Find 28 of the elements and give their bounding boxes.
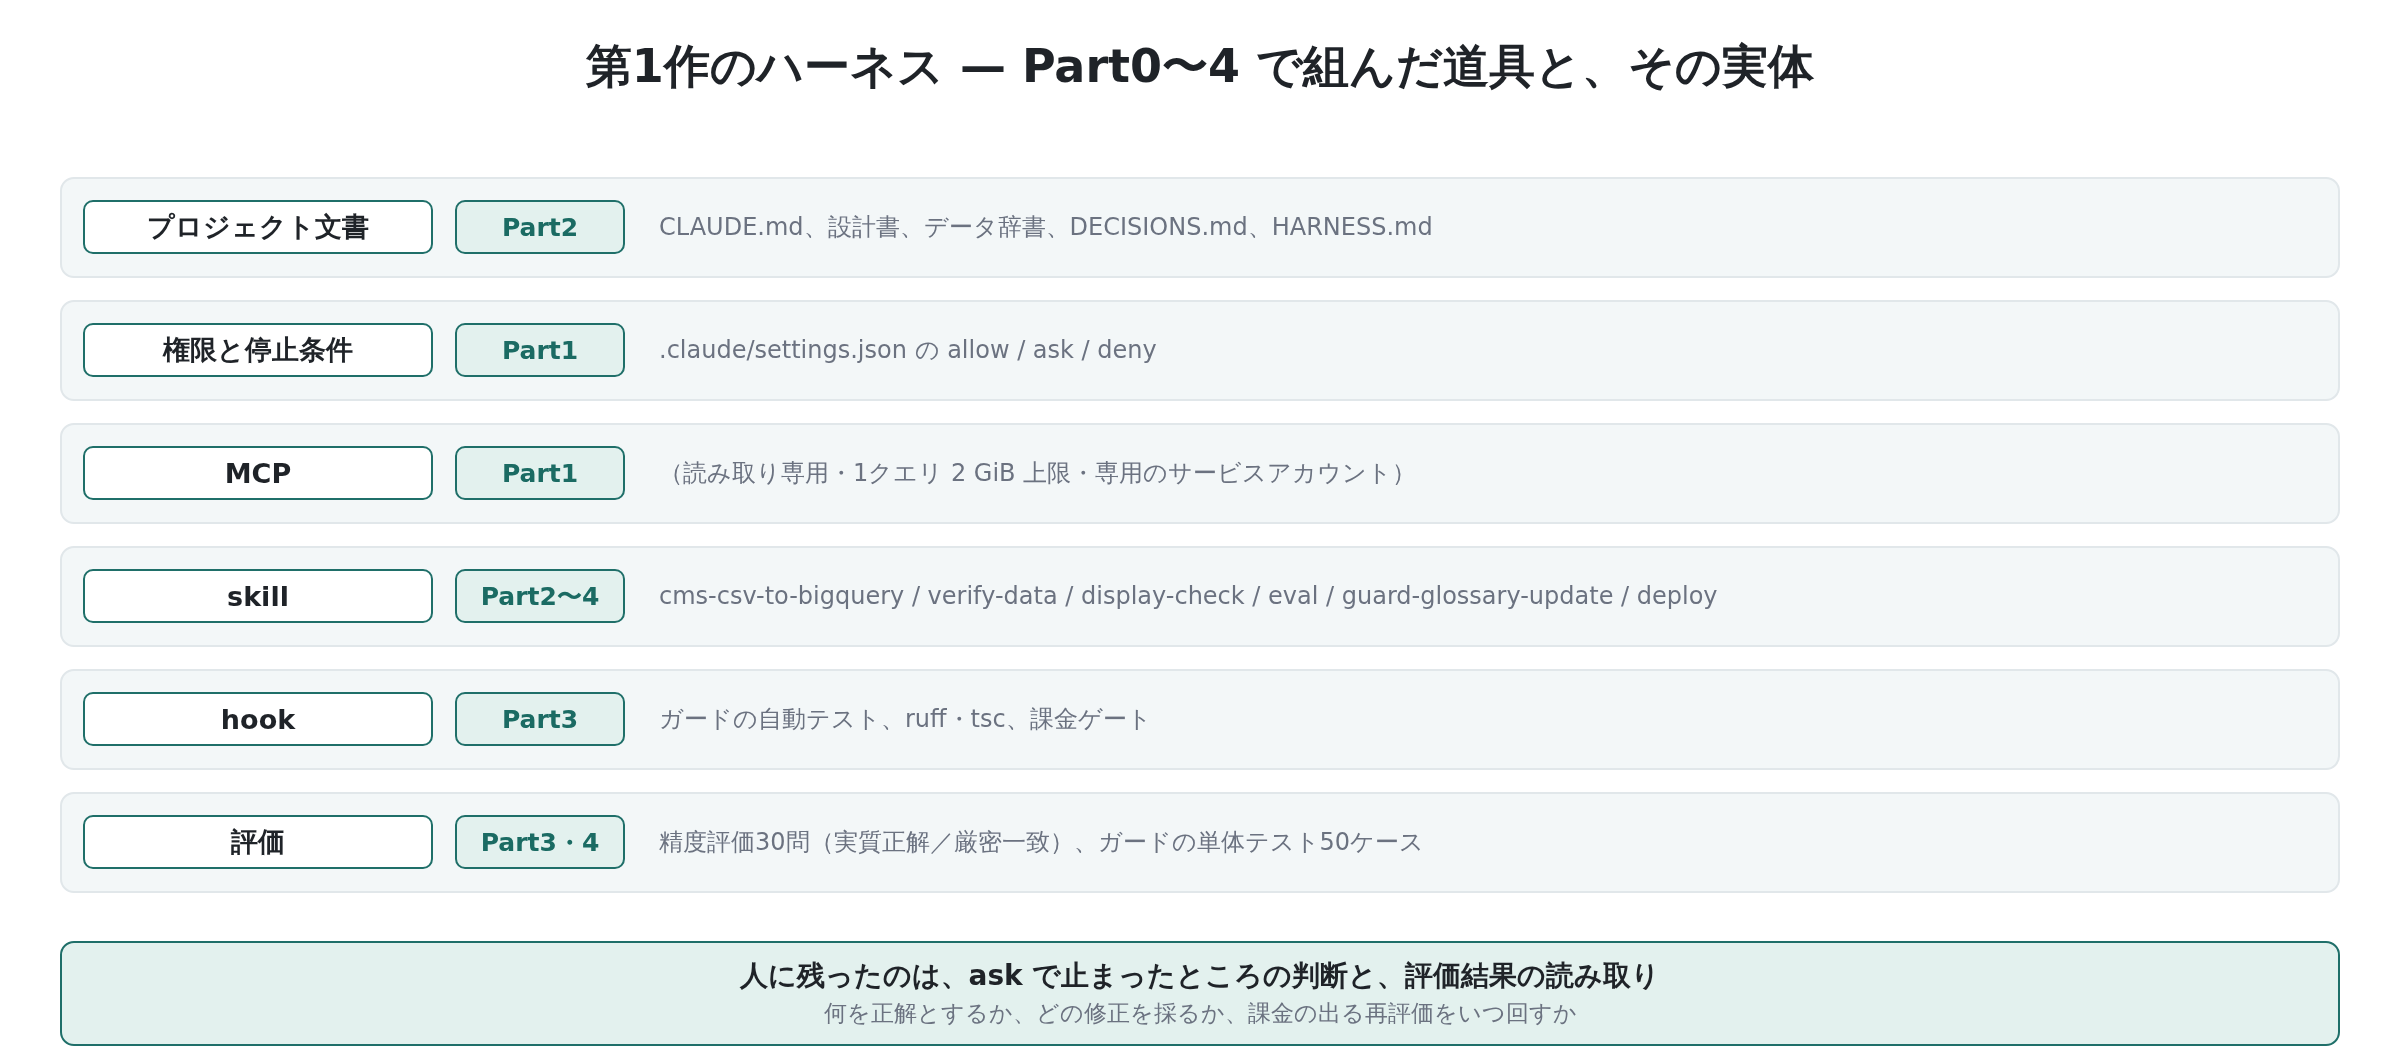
tool-row-panel	[60, 300, 2340, 401]
tool-name-box: 評価	[83, 815, 433, 869]
summary-box	[60, 941, 2340, 1046]
part-badge: Part1	[455, 323, 625, 377]
tool-description: （読み取り専用・1クエリ 2 GiB 上限・専用のサービスアカウント）	[659, 459, 1417, 488]
tool-description: CLAUDE.md、設計書、データ辞書、DECISIONS.md、HARNESS.md	[659, 213, 1433, 242]
tool-description: ガードの自動テスト、ruff・tsc、課金ゲート	[659, 705, 1152, 734]
tool-name-box: skill	[83, 569, 433, 623]
part-badge: Part3	[455, 692, 625, 746]
tool-name-box: 権限と停止条件	[83, 323, 433, 377]
part-badge: Part2	[455, 200, 625, 254]
tool-description: cms-csv-to-bigquery / verify-data / display-check / eval / guard-glossary-update / deploy	[659, 582, 1718, 611]
tool-name-box: hook	[83, 692, 433, 746]
tool-row-panel	[60, 669, 2340, 770]
tool-description: .claude/settings.json の allow / ask / deny	[659, 336, 1157, 365]
part-badge: Part3・4	[455, 815, 625, 869]
tool-name-box: プロジェクト文書	[83, 200, 433, 254]
tool-row-panel	[60, 546, 2340, 647]
tool-name-box: MCP	[83, 446, 433, 500]
summary-note: 何を正解とするか、どの修正を採るか、課金の出る再評価をいつ回すか	[823, 998, 1577, 1028]
tool-row-panel	[60, 177, 2340, 278]
part-badge: Part1	[455, 446, 625, 500]
diagram-title: 第1作のハーネス — Part0〜4 で組んだ道具と、その実体	[584, 38, 1816, 95]
tool-row-panel	[60, 423, 2340, 524]
tool-description: 精度評価30問（実質正解／厳密一致）、ガードの単体テスト50ケース	[659, 828, 1425, 857]
summary-heading: 人に残ったのは、ask で止まったところの判断と、評価結果の読み取り	[739, 958, 1661, 995]
tool-row-panel	[60, 792, 2340, 893]
part-badge: Part2〜4	[455, 569, 625, 623]
